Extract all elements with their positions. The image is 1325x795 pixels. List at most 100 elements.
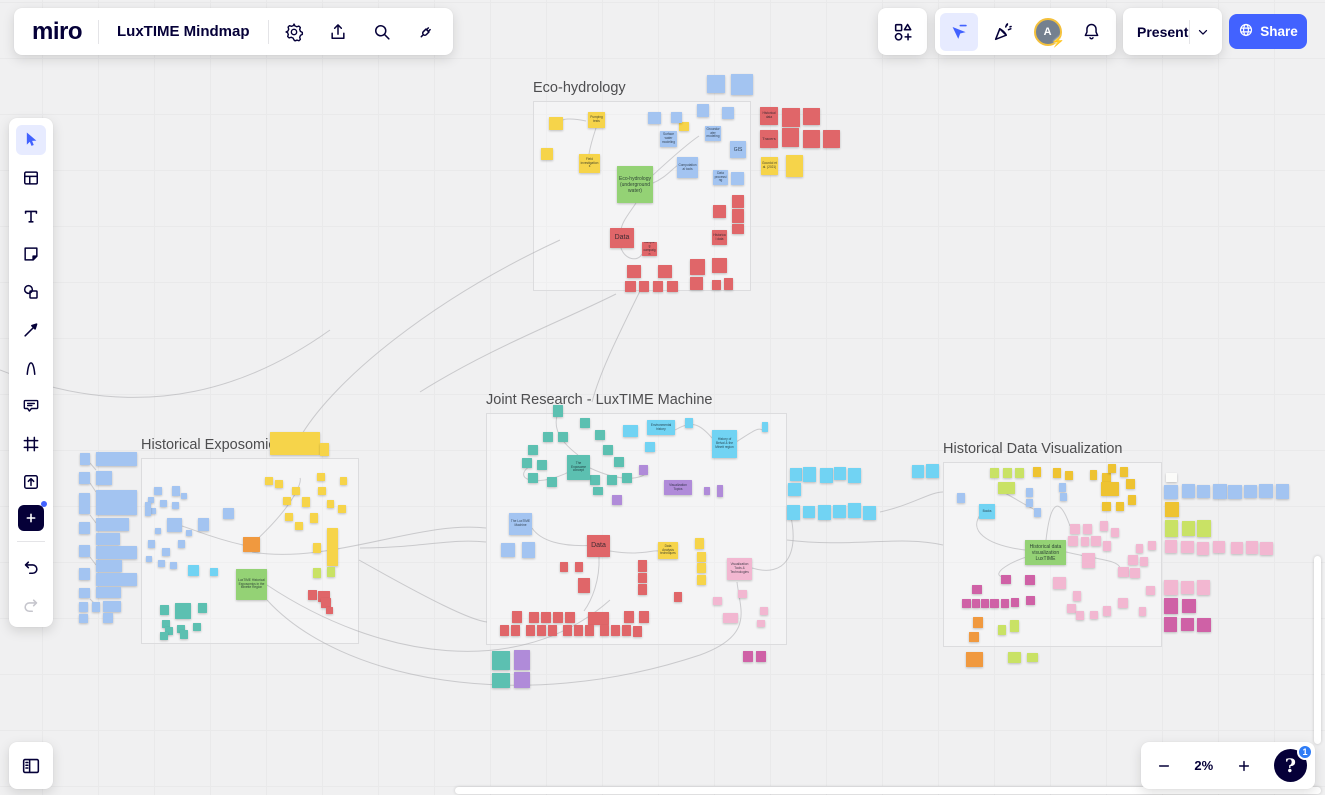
sticky-note[interactable]: [327, 567, 335, 577]
sticky-note[interactable]: [624, 611, 634, 623]
templates-tool[interactable]: [16, 163, 46, 193]
sticky-note[interactable]: [1182, 599, 1196, 613]
sticky-note[interactable]: [1026, 596, 1035, 605]
sticky-note[interactable]: [292, 487, 300, 495]
sticky-note[interactable]: [338, 505, 346, 513]
sticky-note[interactable]: [803, 108, 820, 125]
bell-icon[interactable]: [1073, 13, 1111, 51]
sticky-note[interactable]: [823, 130, 840, 148]
sticky-note[interactable]: [327, 500, 334, 508]
sticky-note[interactable]: [1120, 467, 1128, 477]
sticky-note[interactable]: [1118, 598, 1128, 608]
sticky-note[interactable]: [170, 562, 177, 569]
sticky-note[interactable]: [685, 418, 693, 428]
sticky-note[interactable]: [1197, 542, 1209, 555]
sticky-note[interactable]: [1164, 580, 1178, 595]
settings-icon[interactable]: [275, 13, 313, 51]
more-apps-tool[interactable]: [18, 501, 47, 531]
sticky-note[interactable]: [172, 502, 179, 509]
sticky-note[interactable]: [695, 538, 704, 549]
sticky-note[interactable]: [1164, 617, 1177, 632]
sticky-note[interactable]: [180, 630, 188, 639]
sticky-note[interactable]: [1001, 599, 1009, 608]
sticky-note[interactable]: [762, 422, 768, 432]
sticky-note[interactable]: [1090, 470, 1097, 480]
sticky-note[interactable]: [788, 483, 801, 496]
sticky-note[interactable]: [96, 471, 112, 485]
sticky-note[interactable]: [96, 452, 137, 466]
sticky-note[interactable]: [912, 465, 924, 478]
sticky-note[interactable]: The Exposome concept: [567, 455, 590, 480]
sticky-note[interactable]: [549, 117, 563, 130]
sticky-note[interactable]: [310, 513, 318, 523]
search-icon[interactable]: [363, 13, 401, 51]
sticky-note[interactable]: [697, 552, 706, 562]
sticky-note[interactable]: [529, 612, 539, 623]
sticky-note[interactable]: [1130, 568, 1140, 578]
sticky-note[interactable]: Field investigations: [579, 154, 600, 173]
sticky-note[interactable]: [712, 280, 721, 290]
sticky-note[interactable]: [722, 107, 734, 119]
sticky-note[interactable]: [198, 603, 207, 613]
frame-tool[interactable]: [16, 429, 46, 459]
sticky-note[interactable]: [757, 620, 765, 627]
sticky-note[interactable]: [1165, 520, 1178, 537]
sticky-note[interactable]: [787, 505, 800, 520]
sticky-note[interactable]: [707, 75, 725, 93]
sticky-note[interactable]: [1148, 541, 1156, 550]
sticky-note[interactable]: [697, 575, 706, 585]
sticky-note[interactable]: [96, 560, 122, 572]
sticky-note[interactable]: [160, 605, 169, 615]
frame-title[interactable]: Historical Exposomics: [141, 437, 283, 453]
sticky-note[interactable]: [1034, 508, 1041, 517]
select-tool[interactable]: [16, 125, 46, 155]
sticky-note[interactable]: [514, 650, 530, 670]
sticky-note[interactable]: [92, 602, 100, 612]
sticky-note[interactable]: [658, 265, 672, 278]
sticky-note[interactable]: [302, 497, 310, 507]
sticky-note[interactable]: Eco-hydrology (underground water): [617, 166, 653, 203]
templates-picker[interactable]: [878, 8, 927, 55]
sticky-note[interactable]: [1068, 536, 1078, 546]
sticky-note[interactable]: [177, 625, 185, 633]
shapes-add-icon[interactable]: [884, 13, 922, 51]
sticky-note[interactable]: [990, 468, 999, 478]
sticky-note[interactable]: [818, 505, 831, 520]
sticky-note[interactable]: [1136, 544, 1143, 553]
sticky-note[interactable]: [653, 281, 663, 292]
sticky-note[interactable]: [96, 490, 137, 515]
upload-tool[interactable]: [16, 467, 46, 497]
sticky-note[interactable]: [1059, 483, 1066, 492]
sticky-note[interactable]: [1116, 502, 1124, 511]
sticky-note[interactable]: [1164, 485, 1178, 499]
sticky-note[interactable]: [154, 487, 162, 495]
sticky-note[interactable]: [528, 473, 538, 483]
sticky-note[interactable]: [1076, 611, 1084, 620]
sticky-note[interactable]: [1067, 604, 1076, 613]
vertical-scrollbar[interactable]: [1314, 556, 1321, 744]
sticky-note[interactable]: [1213, 484, 1227, 499]
sticky-note[interactable]: [193, 623, 201, 631]
sticky-note[interactable]: [611, 625, 620, 636]
sticky-note[interactable]: [492, 651, 510, 670]
sticky-note[interactable]: [313, 568, 321, 578]
sticky-note[interactable]: [585, 625, 594, 636]
frame-title[interactable]: Eco-hydrology: [533, 80, 626, 96]
sticky-note[interactable]: [578, 578, 590, 593]
sticky-note[interactable]: [514, 672, 530, 688]
sticky-note[interactable]: [547, 477, 557, 487]
sticky-note[interactable]: [671, 112, 682, 123]
sticky-note[interactable]: [560, 562, 568, 572]
sticky-note[interactable]: [1108, 464, 1116, 473]
sticky-note[interactable]: The LuxTIME Machine: [509, 513, 532, 535]
sticky-note[interactable]: [79, 568, 90, 580]
sticky-note[interactable]: [1197, 485, 1210, 498]
sticky-note[interactable]: [1008, 652, 1021, 663]
shapes-tool[interactable]: [16, 277, 46, 307]
sticky-note[interactable]: [1102, 502, 1111, 511]
board-title[interactable]: LuxTIME Mindmap: [117, 23, 250, 40]
zoom-in-button[interactable]: [1229, 747, 1259, 785]
sticky-note[interactable]: [1015, 468, 1024, 478]
sticky-note[interactable]: [723, 613, 738, 623]
sticky-note[interactable]: [1276, 484, 1289, 499]
